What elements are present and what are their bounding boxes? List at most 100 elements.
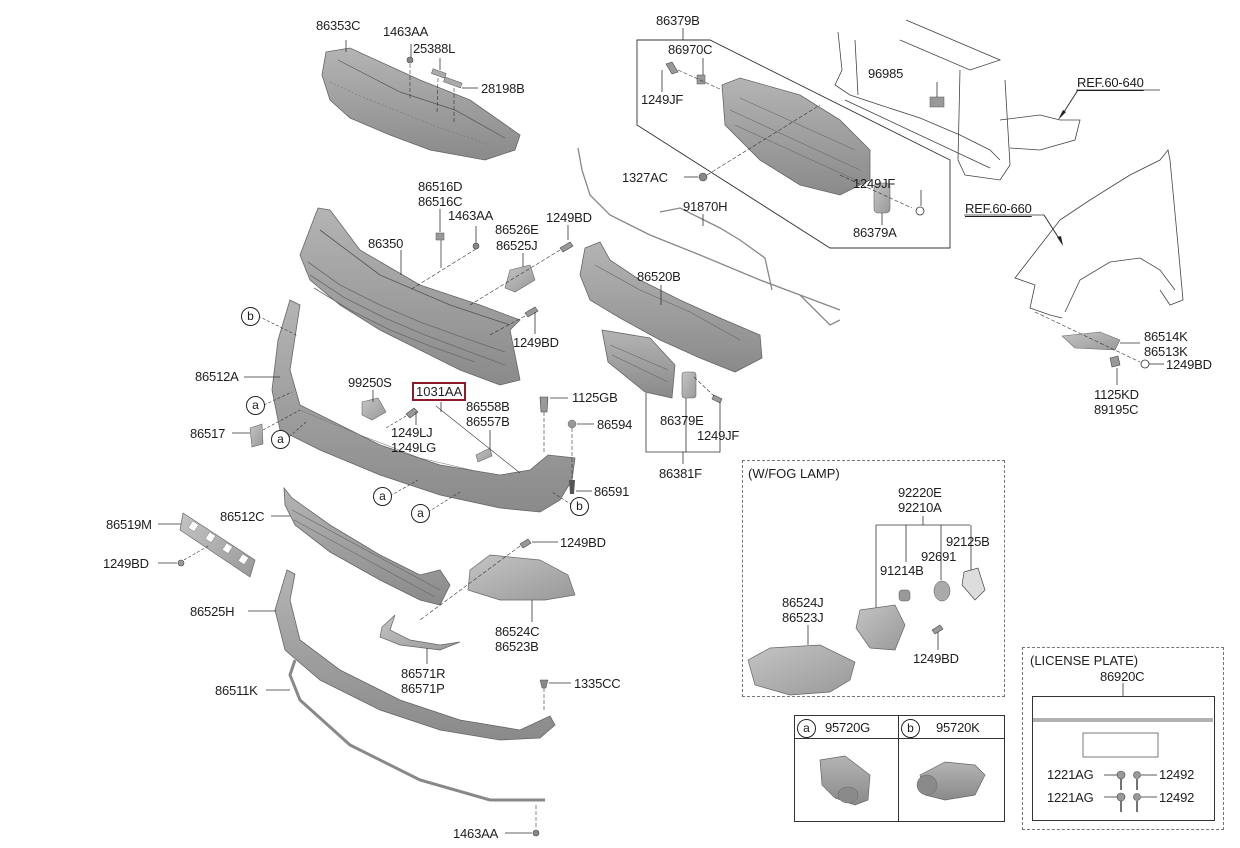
part-label-96985[interactable]: 96985 [868, 66, 904, 81]
part-label-86920C[interactable]: 86920C [1100, 669, 1145, 684]
screw-12492-1[interactable] [1133, 771, 1141, 779]
fog-lamp-92220E-part[interactable] [855, 604, 906, 651]
part-label-86525H[interactable]: 86525H [190, 604, 235, 619]
energy-absorber-part[interactable] [579, 241, 763, 373]
label-25388L-part[interactable] [431, 68, 447, 79]
part-label-1249BD[interactable]: 1249BD [913, 651, 959, 666]
part-label-86519M[interactable]: 86519M [106, 517, 152, 532]
part-label-86557B[interactable]: 86557B [466, 414, 510, 429]
callout-a[interactable]: a [411, 504, 430, 523]
callout-b[interactable]: b [570, 497, 589, 516]
part-label-1249BD[interactable]: 1249BD [1166, 357, 1212, 372]
bracket-99250S-part[interactable] [361, 397, 387, 421]
part-label-86379B[interactable]: 86379B [656, 13, 700, 28]
part-label-86514K[interactable]: 86514K [1144, 329, 1188, 344]
part-label-99250S[interactable]: 99250S [348, 375, 392, 390]
fog-cover-86524C-part[interactable] [467, 554, 576, 601]
part-label-86970C[interactable]: 86970C [668, 42, 713, 57]
callout-a[interactable]: a [271, 430, 290, 449]
part-label-86353C[interactable]: 86353C [316, 18, 361, 33]
part-label-1249LG[interactable]: 1249LG [391, 440, 437, 455]
part-label-86526E[interactable]: 86526E [495, 222, 539, 237]
part-label-86524C[interactable]: 86524C [495, 624, 540, 639]
bolt-1249BD-b[interactable] [524, 306, 539, 318]
upper-cover-part[interactable] [321, 47, 521, 161]
skid-strip-86511K-part[interactable] [288, 659, 545, 802]
part-label-86571P[interactable]: 86571P [401, 681, 445, 696]
air-flap-lower-part[interactable] [601, 329, 676, 399]
part-label-1249JF[interactable]: 1249JF [697, 428, 740, 443]
part-label-12492[interactable]: 12492 [1159, 767, 1195, 782]
screw-86591-part[interactable] [569, 480, 575, 494]
wiring-harness-part[interactable] [577, 147, 841, 326]
bolt-1249BD-c[interactable] [1140, 359, 1150, 369]
part-label-89195C[interactable]: 89195C [1094, 402, 1139, 417]
callout-a[interactable]: a [246, 396, 265, 415]
part-label-1249BD[interactable]: 1249BD [513, 335, 559, 350]
part-label-91870H[interactable]: 91870H [683, 199, 728, 214]
clip-86970C-part[interactable] [696, 74, 706, 85]
part-label-86591[interactable]: 86591 [594, 484, 630, 499]
fog-cover-86524J-part[interactable] [747, 644, 856, 696]
part-label-1249LJ[interactable]: 1249LJ [391, 425, 433, 440]
bolt-1249BD-e[interactable] [519, 538, 532, 549]
part-label-86594[interactable]: 86594 [597, 417, 633, 432]
part-label-86512A[interactable]: 86512A [195, 369, 239, 384]
lens-92125B-part[interactable] [961, 567, 986, 601]
lower-grille-part[interactable] [283, 486, 451, 606]
reference-label-60-660[interactable]: REF.60-660 [965, 201, 1032, 216]
clip-1463AA[interactable] [406, 56, 414, 64]
part-label-86379A[interactable]: 86379A [853, 225, 897, 240]
trim-86571R-part[interactable] [379, 614, 461, 651]
part-label-86516D[interactable]: 86516D [418, 179, 463, 194]
part-label-86517[interactable]: 86517 [190, 426, 226, 441]
license-bracket-86519M-part[interactable] [179, 512, 256, 578]
socket-92691-part[interactable] [933, 580, 951, 602]
clip-1463AA-bottom[interactable] [532, 829, 540, 837]
part-label-86381F[interactable]: 86381F [659, 466, 702, 481]
part-label-1463AA[interactable]: 1463AA [448, 208, 494, 223]
callout-a[interactable]: a [373, 487, 392, 506]
part-label-86523J[interactable]: 86523J [782, 610, 824, 625]
lower-lip-86525H-part[interactable] [274, 569, 556, 741]
part-label-25388L[interactable]: 25388L [413, 41, 456, 56]
part-label-86571R[interactable]: 86571R [401, 666, 446, 681]
bracket-86514K-part[interactable] [1061, 331, 1121, 351]
part-label-86516C[interactable]: 86516C [418, 194, 463, 209]
part-label-86523B[interactable]: 86523B [495, 639, 539, 654]
bolt-1249BD-d[interactable] [177, 559, 185, 567]
part-label-86558B[interactable]: 86558B [466, 399, 510, 414]
bolt-1125GB-part[interactable] [539, 396, 549, 413]
part-label-1463AA[interactable]: 1463AA [383, 24, 429, 39]
part-label-1125KD[interactable]: 1125KD [1094, 387, 1139, 402]
part-label-1221AG[interactable]: 1221AG [1047, 767, 1094, 782]
cover-86517-part[interactable] [249, 423, 264, 448]
reference-label-60-640[interactable]: REF.60-640 [1077, 75, 1144, 90]
part-label-91214B[interactable]: 91214B [880, 563, 924, 578]
part-label-12492[interactable]: 12492 [1159, 790, 1195, 805]
part-label-86513K[interactable]: 86513K [1144, 344, 1188, 359]
bracket-86558B-part[interactable] [475, 447, 493, 463]
air-flap-upper-part[interactable] [721, 77, 871, 196]
clip-1463AA-mid[interactable] [472, 242, 480, 250]
part-label-1463AA[interactable]: 1463AA [453, 826, 499, 841]
part-label-1249JF[interactable]: 1249JF [853, 176, 896, 191]
part-label-1125GB[interactable]: 1125GB [572, 390, 618, 405]
bolt-1125KD-part[interactable] [1109, 355, 1121, 368]
bolt-1249JF-b[interactable] [915, 206, 925, 216]
actuator-86379E-part[interactable] [681, 371, 697, 399]
part-label-1249BD[interactable]: 1249BD [103, 556, 149, 571]
bolt-1249JF-c[interactable] [711, 394, 723, 404]
bolt-1249JF-a[interactable] [665, 61, 679, 75]
part-label-86512C[interactable]: 86512C [220, 509, 265, 524]
part-label-86511K[interactable]: 86511K [215, 683, 258, 698]
sensor-part-95720G[interactable]: 95720G [825, 720, 871, 735]
part-label-1327AC[interactable]: 1327AC [622, 170, 668, 185]
clip-96985-part[interactable] [929, 96, 945, 108]
screw-12492-2[interactable] [1133, 793, 1141, 801]
part-label-1249JF[interactable]: 1249JF [641, 92, 684, 107]
part-label-86525J[interactable]: 86525J [496, 238, 538, 253]
part-label-86524J[interactable]: 86524J [782, 595, 824, 610]
clip-1335CC-part[interactable] [539, 679, 549, 689]
clip-86516D-part[interactable] [435, 232, 445, 241]
